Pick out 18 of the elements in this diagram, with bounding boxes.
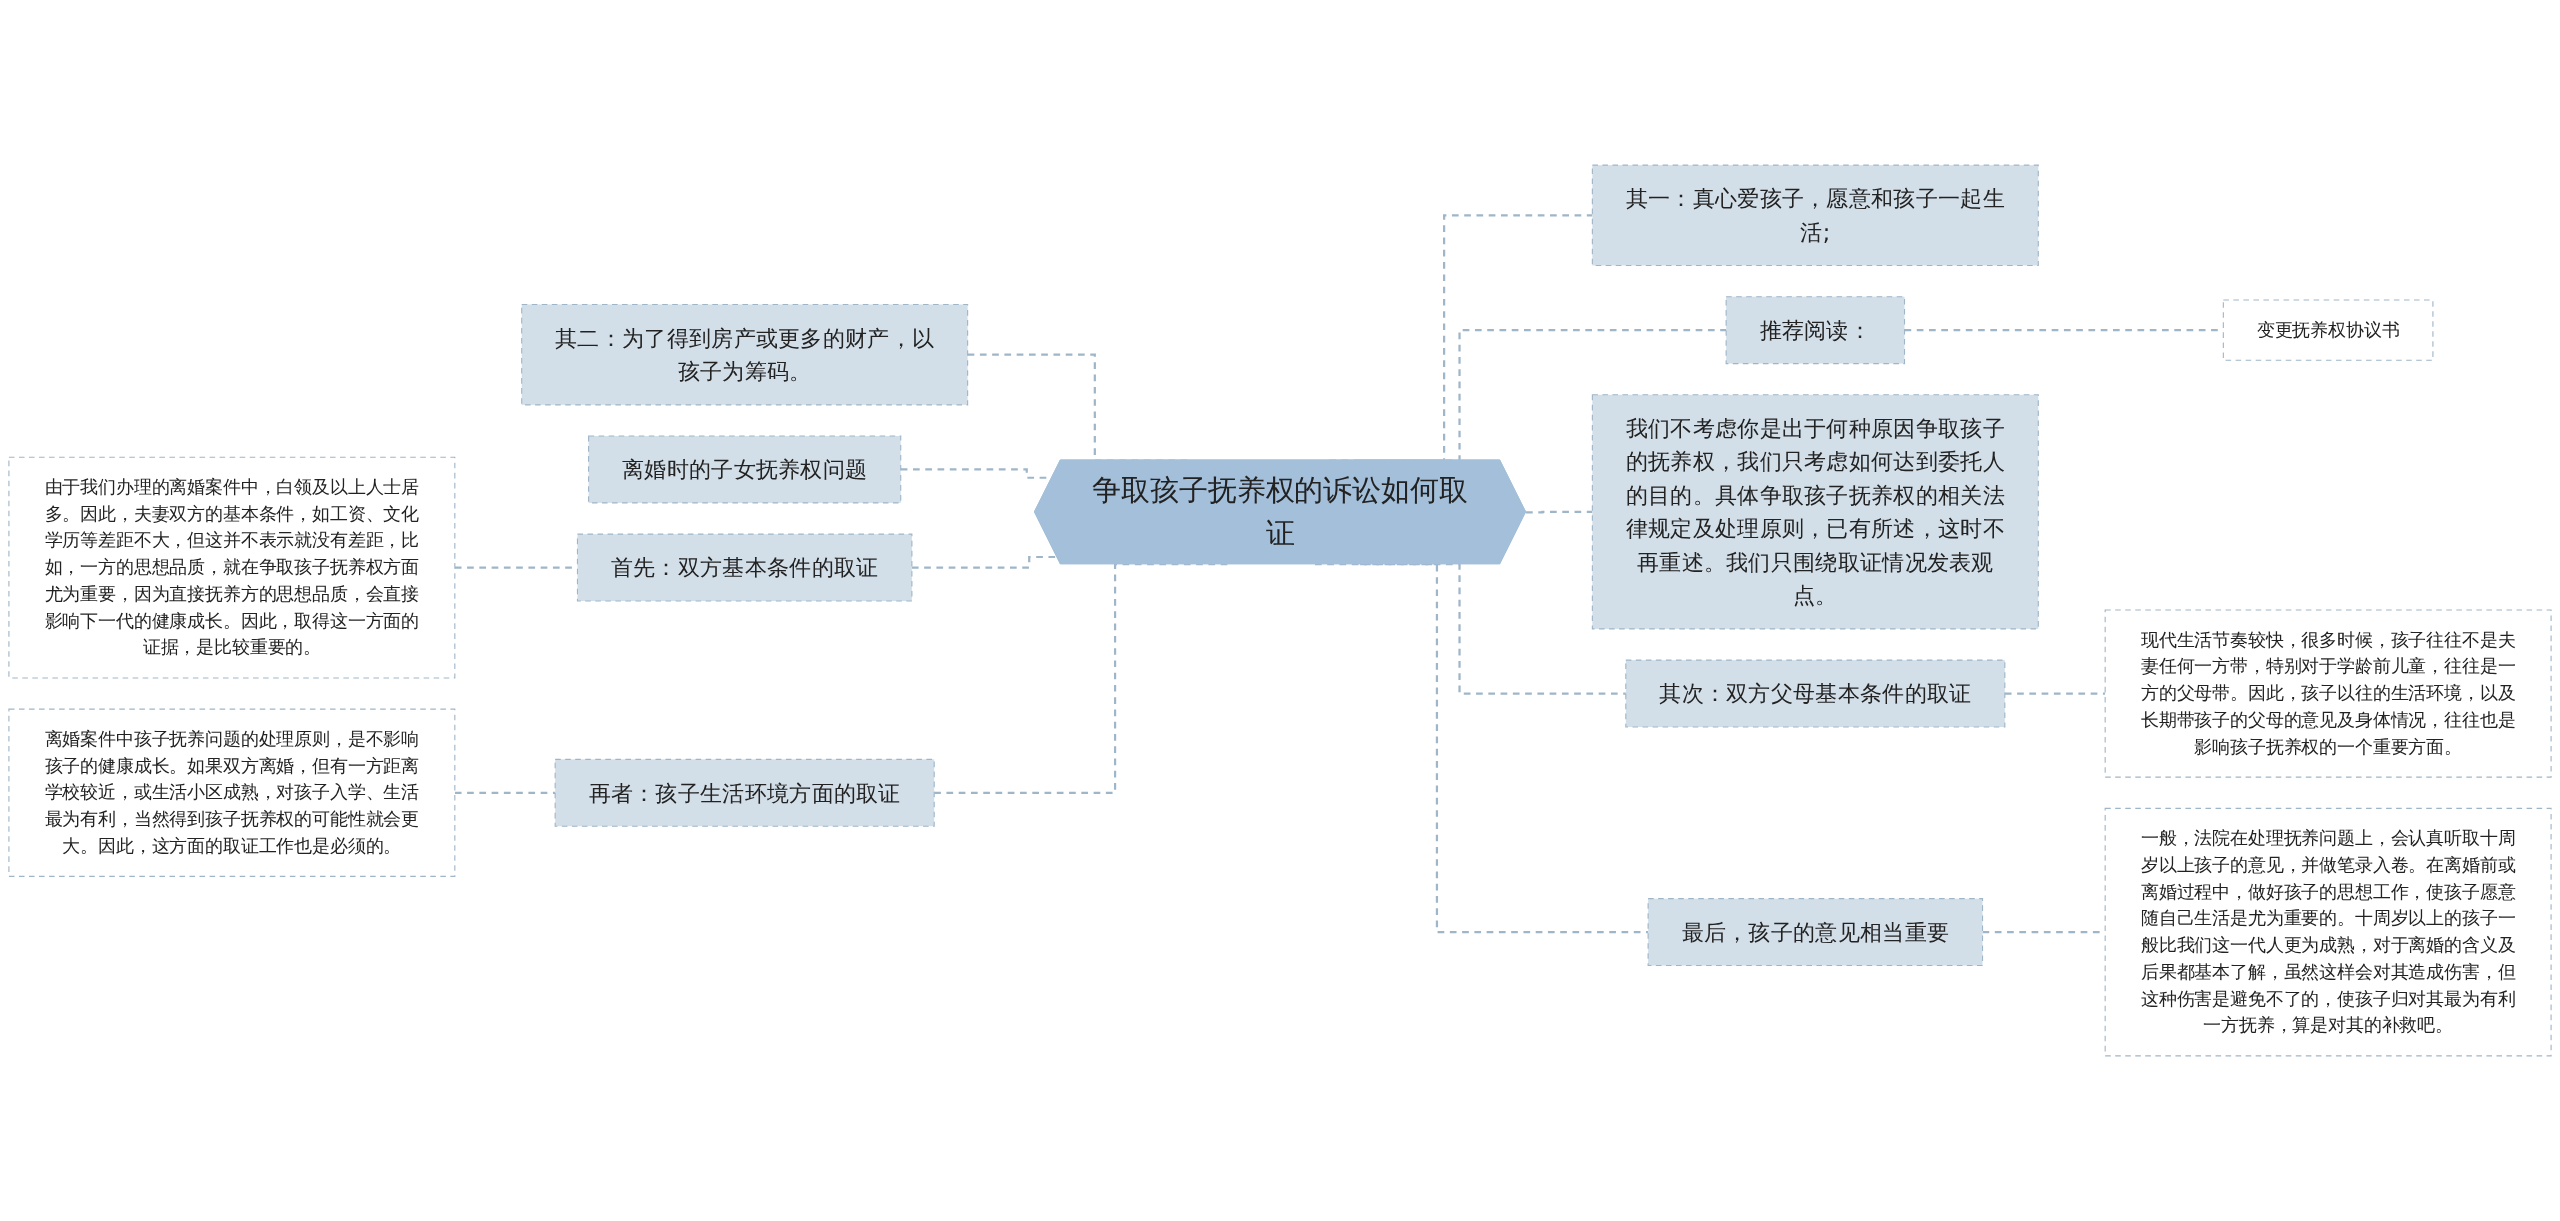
node-box: 由于我们办理的离婚案件中，白领及以上人士居多。因此，夫妻双方的基本条件，如工资、文化学历等差距不大，但这并不表示就没有差距，比如，一方的思想品质，就在争取孩子抚养权方面尤为重要，因为直接抚养方的思想品质，会直接影响下一代的健康成长。因此，取得这一方面的证据，是比较重要的。 — [8, 456, 456, 679]
node-box: 我们不考虑你是出于何种原因争取孩子的抚养权，我们只考虑如何达到委托人的目的。具体争取孩子抚养权的相关法律规定及处理原则，已有所述，这时不再重述。我们只围绕取证情况发表观点。 — [1591, 394, 2039, 630]
node-box: 其二：为了得到房产或更多的财产，以孩子为筹码。 — [521, 303, 969, 406]
node-box: 首先：双方基本条件的取证 — [576, 533, 913, 602]
node-box: 离婚案件中孩子抚养问题的处理原则，是不影响孩子的健康成长。如果双方离婚，但有一方距离学校较近，或生活小区成熟，对孩子入学、生活最为有利，当然得到孩子抚养权的可能性就会更大。因此，这方面的取证工作也是必须的。 — [8, 708, 456, 877]
connector — [934, 563, 1230, 794]
connector — [2004, 692, 2106, 695]
node-box: 其一：真心爱孩子，愿意和孩子一起生活; — [1591, 164, 2039, 267]
node-box: 现代生活节奏较快，很多时候，孩子往往不是夫妻任何一方带，特别对于学龄前儿童，往往是一方的父母带。因此，孩子以往的生活环境，以及长期带孩子的父母的意见及身体情况，往往也是影响孩子抚养权的一个重要方面。 — [2104, 609, 2552, 778]
node-box: 变更抚养权协议书 — [2222, 299, 2434, 361]
node-box: 最后，孩子的意见相当重要 — [1647, 898, 1984, 967]
node-box: 离婚时的子女抚养权问题 — [588, 435, 902, 504]
connector — [1526, 510, 1593, 514]
connector — [454, 791, 556, 794]
node-box: 再者：孩子生活环境方面的取证 — [554, 758, 935, 827]
node-box: 一般，法院在处理抚养问题上，会认真听取十周岁以上孩子的意见，并做笔录入卷。在离婚前或离婚过程中，做好孩子的思想工作，使孩子愿意随自己生活是尤为重要的。十周岁以上的孩子一般比我们这一代人更为成熟，对于离婚的含义及后果都基本了解，虽然这样会对其造成伤害，但这种伤害是避免不了的，使孩子归对其最为有利一方抚养，算是对其的补救吧。 — [2104, 807, 2552, 1057]
node-box: 推荐阅读： — [1725, 296, 1906, 365]
node-box: 其次：双方父母基本条件的取证 — [1625, 659, 2006, 728]
